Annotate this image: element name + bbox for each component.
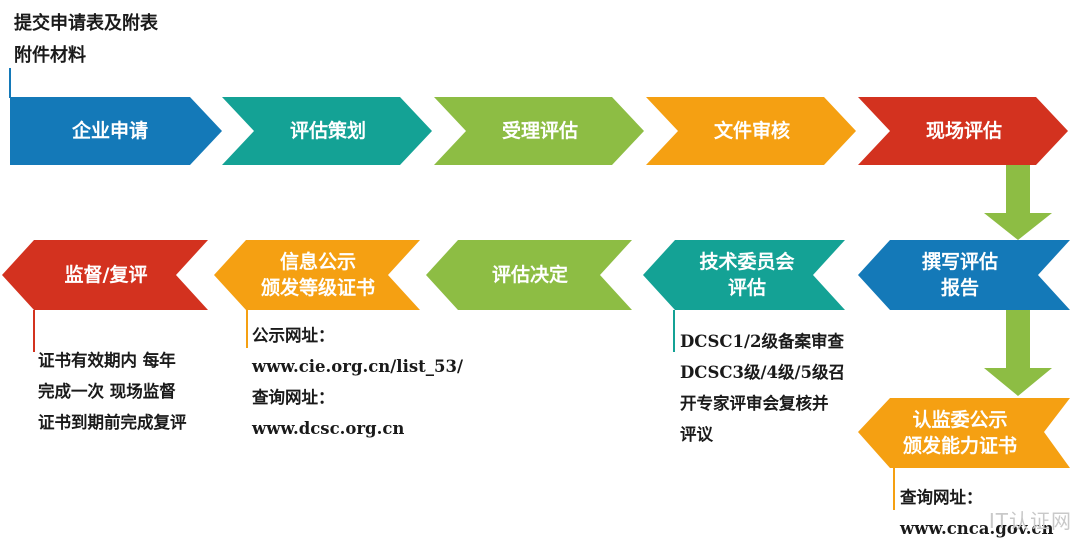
- final-note-marker: [893, 468, 895, 510]
- note-line: 查询网址：: [900, 488, 983, 507]
- step-enterprise-application-arrow: [10, 97, 222, 165]
- note-line: 查询网址：: [252, 388, 335, 407]
- step-cnca-certificate-arrow: [858, 398, 1070, 468]
- committee-note-marker: [673, 310, 675, 352]
- note-line: DCSC3级/4级/5级召: [680, 363, 845, 382]
- top-note-marker: [9, 68, 11, 98]
- watermark: IT认证网: [988, 509, 1072, 533]
- publication-note-marker: [246, 310, 248, 348]
- step-label-text: 技术委员会: [699, 251, 795, 273]
- note-line: www.cnca.gov.cn: [900, 519, 1054, 538]
- step-document-review-arrow: [646, 97, 856, 165]
- note-line: 评议: [680, 425, 713, 444]
- step-supervision-review-arrow: [2, 240, 208, 310]
- supervision-note: 证书有效期内 每年 完成一次 现场监督 证书到期前完成复评: [38, 345, 187, 438]
- top-note-line: 提交申请表及附表: [14, 13, 158, 34]
- step-label: 认监委公示 颁发能力证书: [872, 398, 1048, 468]
- step-label: 现场评估: [876, 97, 1052, 165]
- step-label: 技术委员会 评估: [662, 240, 832, 310]
- step-label-text: 企业申请: [71, 120, 148, 142]
- top-note: 提交申请表及附表 附件材料: [14, 8, 158, 72]
- step-label-text: 监督/复评: [64, 264, 148, 286]
- note-line: 公示网址：: [252, 326, 335, 345]
- step-onsite-evaluation-arrow: [858, 97, 1068, 165]
- step-write-report-arrow: [858, 240, 1070, 310]
- step-label: 企业申请: [10, 97, 210, 165]
- note-line: 完成一次 现场监督: [38, 382, 176, 401]
- step-label-text: 现场评估: [925, 120, 1002, 142]
- step-label-text: 评估: [727, 277, 766, 299]
- note-line: 开专家评审会复核并: [680, 394, 829, 413]
- note-line: www.dcsc.org.cn: [252, 419, 405, 438]
- step-label-text: 文件审核: [713, 120, 790, 142]
- note-line: www.cie.org.cn/list_53/: [252, 357, 463, 376]
- step-label-text: 撰写评估: [921, 251, 998, 273]
- step-label-text: 颁发能力证书: [902, 435, 1017, 457]
- final-note: 查询网址： www.cnca.gov.cn: [900, 482, 1053, 544]
- step-label-text: 报告: [940, 277, 979, 299]
- step-evaluation-planning-arrow: [222, 97, 432, 165]
- step-label: 评估策划: [240, 97, 416, 165]
- note-line: DCSC1/2级备案审查: [680, 332, 844, 351]
- step-label-text: 颁发等级证书: [260, 277, 375, 299]
- step-label: 撰写评估 报告: [872, 240, 1048, 310]
- step-label: 评估决定: [444, 240, 616, 310]
- top-note-line: 附件材料: [14, 45, 86, 66]
- step-label: 监督/复评: [20, 240, 192, 310]
- note-line: 证书到期前完成复评: [38, 413, 187, 432]
- note-line: 证书有效期内 每年: [38, 351, 176, 370]
- supervision-note-marker: [33, 310, 35, 352]
- step-label-text: 受理评估: [501, 120, 578, 142]
- step-label-text: 信息公示: [279, 251, 356, 273]
- step-technical-committee-arrow: [643, 240, 845, 310]
- down-arrow-icon: [984, 165, 1052, 240]
- step-publish-certificate-arrow: [214, 240, 420, 310]
- step-label: 文件审核: [664, 97, 840, 165]
- step-label: 信息公示 颁发等级证书: [230, 240, 406, 310]
- step-label-text: 认监委公示: [912, 409, 1008, 431]
- step-label-text: 评估策划: [289, 120, 366, 142]
- down-arrow-icon: [984, 310, 1052, 396]
- step-acceptance-evaluation-arrow: [434, 97, 644, 165]
- step-label-text: 评估决定: [491, 264, 568, 286]
- step-label: 受理评估: [452, 97, 628, 165]
- committee-note: DCSC1/2级备案审查 DCSC3级/4级/5级召 开专家评审会复核并 评议: [680, 326, 845, 450]
- step-evaluation-decision-arrow: [426, 240, 632, 310]
- publication-note: 公示网址： www.cie.org.cn/list_53/ 查询网址： www.…: [252, 320, 463, 444]
